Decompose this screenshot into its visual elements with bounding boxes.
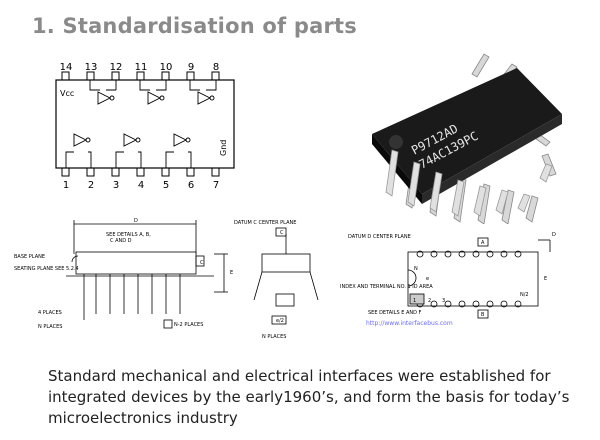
dip-chip-photo: P9712AD 74AC139PC <box>372 53 562 224</box>
mech-n2-label: N/2 <box>520 292 529 298</box>
pin-7: 7 <box>213 180 219 190</box>
mech-datum-d-label: DATUM D CENTER PLANE <box>348 234 411 240</box>
mech-n2-places-label: N-2 PLACES <box>174 322 203 328</box>
mech-details-label: SEE DETAILS A, B, <box>106 232 151 238</box>
mech-details2-label: C AND D <box>110 238 132 244</box>
mech-e-label: E <box>230 270 233 276</box>
mech-pin2-label: 2 <box>428 298 431 304</box>
mech-e-big-label: E <box>544 276 547 282</box>
mechanical-top-view: DATUM D CENTER PLANE INDEX AND TERMINAL … <box>340 232 556 319</box>
mech-b-label: B <box>481 312 485 318</box>
pin-3: 3 <box>113 180 119 190</box>
mech-four-places-label: 4 PLACES <box>38 310 62 316</box>
mech-n-places-label: N PLACES <box>38 324 62 330</box>
slide-caption: Standard mechanical and electrical inter… <box>48 367 570 427</box>
pin-14: 14 <box>60 62 73 73</box>
pin-4: 4 <box>138 180 144 190</box>
mech-d-box-label: D <box>552 232 556 238</box>
pin-5: 5 <box>163 180 169 190</box>
mech-e-small-label: e <box>426 276 429 282</box>
source-url[interactable]: http://www.interfacebus.com <box>366 320 453 327</box>
vcc-label: Vcc <box>60 89 74 98</box>
mech-seating-plane-label: SEATING PLANE SEE 5.2.4 <box>14 266 79 272</box>
pin-10: 10 <box>160 62 173 73</box>
pin-6: 6 <box>188 180 194 190</box>
pin-9: 9 <box>188 62 194 73</box>
mech-base-plane-label: BASE PLANE <box>14 254 45 260</box>
pinout-schematic: 14 13 12 11 10 9 8 1 2 3 4 5 6 7 Vcc Gnd <box>55 62 235 190</box>
mech-pin3-label: 3 <box>442 298 445 304</box>
mech-index-area-label: INDEX AND TERMINAL NO. 1 ID AREA <box>340 284 433 290</box>
pin-2: 2 <box>88 180 94 190</box>
gnd-label: Gnd <box>219 140 228 156</box>
mech-c-label: C <box>200 260 204 266</box>
pin-13: 13 <box>85 62 98 73</box>
mech-d-label: D <box>134 218 138 224</box>
pin-11: 11 <box>135 62 148 73</box>
pin-8: 8 <box>213 62 219 73</box>
pin-1: 1 <box>63 180 69 190</box>
mech-see-details-ef-label: SEE DETAILS E AND F <box>368 310 422 316</box>
mech-datum-c-label: DATUM C CENTER PLANE <box>234 220 296 226</box>
mech-c-box-label: C <box>280 230 284 236</box>
pin-12: 12 <box>110 62 123 73</box>
mechanical-end-view: DATUM C CENTER PLANE C e/2 N PLACES <box>234 220 319 340</box>
mech-e2-label: e/2 <box>276 318 284 324</box>
slide-title: 1. Standardisation of parts <box>32 14 357 38</box>
mech-pin1-label: 1 <box>413 298 416 304</box>
mech-n-places-right-label: N PLACES <box>262 334 286 340</box>
mech-a-label: A <box>481 240 485 246</box>
mech-n-label: N <box>414 266 418 272</box>
mechanical-side-view: D SEE DETAILS A, B, C AND D BASE PLANE S… <box>14 218 233 330</box>
